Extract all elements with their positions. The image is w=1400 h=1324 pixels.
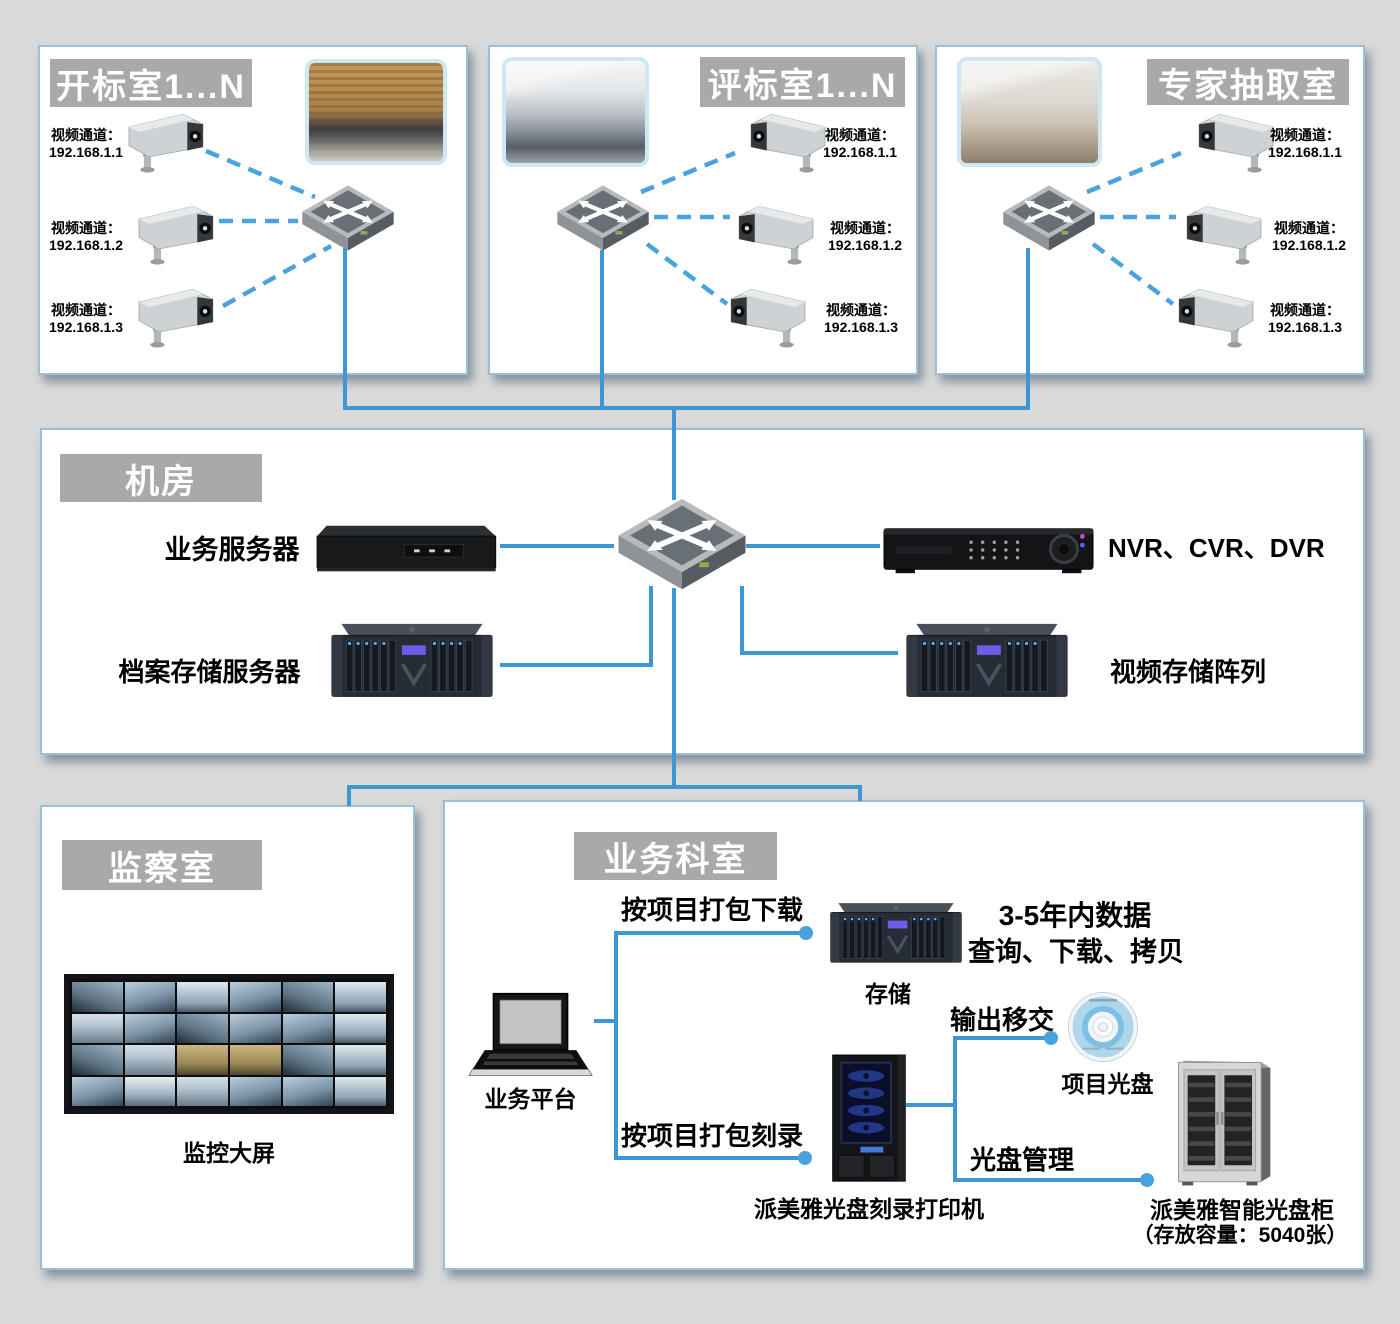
cctv-camera-icon (725, 202, 820, 266)
channel-label-text: 视频通道： (830, 220, 900, 236)
storage-rack-icon (900, 622, 1074, 704)
camera-channel-label: 视频通道： 192.168.1.3 (816, 302, 906, 336)
cctv-camera-icon (737, 110, 832, 174)
flow-label-manage: 光盘管理 (969, 1145, 1074, 1175)
channel-ip-text: 192.168.1.3 (1268, 319, 1342, 335)
panel-title-business-office: 业务科室 (574, 832, 777, 880)
room-photo-bid-opening (305, 59, 447, 165)
channel-ip-text: 192.168.1.1 (1268, 144, 1342, 160)
channel-label-text: 视频通道： (51, 220, 121, 236)
channel-ip-text: 192.168.1.2 (828, 237, 902, 253)
channel-label-text: 视频通道： (1270, 302, 1340, 318)
cctv-camera-icon (132, 285, 227, 349)
channel-ip-text: 192.168.1.3 (49, 319, 123, 335)
panel-machine-room: 机房 业务服务器 NVR、CVR、DVR 档案存储服务器 视频存储阵列 (40, 428, 1365, 755)
channel-label-text: 视频通道： (826, 302, 896, 318)
camera-channel-label: 视频通道： 192.168.1.1 (815, 127, 905, 161)
video-array-label: 视频存储阵列 (1109, 657, 1266, 687)
data-note-line1: 3-5年内数据 (998, 900, 1152, 931)
panel-expert-extraction-room: 专家抽取室 视频通道： 192.168.1.1 视频通道： 192.168.1.… (935, 45, 1365, 375)
storage-caption: 存储 (865, 981, 911, 1007)
panel-title-machine-room: 机房 (60, 454, 262, 502)
cctv-camera-icon (1173, 202, 1268, 266)
channel-ip-text: 192.168.1.1 (49, 144, 123, 160)
panel-business-office: 业务科室 按项目打包下载 业务平台 存储 3-5年内数据 查询、下载、拷贝 按项… (443, 800, 1365, 1270)
network-switch-icon (299, 184, 397, 256)
camera-channel-label: 视频通道： 192.168.1.3 (40, 302, 132, 336)
storage-rack-icon (826, 900, 966, 970)
channel-label-text: 视频通道： (51, 127, 121, 143)
laptop-caption: 业务平台 (484, 1086, 577, 1112)
camera-channel-label: 视频通道： 192.168.1.3 (1259, 302, 1351, 336)
nvr-label: NVR、CVR、DVR (1108, 533, 1325, 563)
flow-label-burn: 按项目打包刻录 (620, 1121, 803, 1151)
data-note-line2: 查询、下载、拷贝 (968, 937, 1184, 967)
network-switch-icon (614, 497, 750, 597)
panel-title-expert-extraction: 专家抽取室 (1147, 59, 1349, 105)
channel-ip-text: 192.168.1.2 (49, 237, 123, 253)
camera-channel-label: 视频通道： 192.168.1.2 (1263, 220, 1355, 254)
archive-server-label: 档案存储服务器 (118, 657, 301, 687)
cctv-camera-icon (132, 202, 227, 266)
video-wall-icon (64, 974, 394, 1114)
cctv-camera-icon (1185, 110, 1280, 174)
storage-rack-icon (324, 622, 500, 704)
laptop-icon (467, 992, 594, 1080)
cd-disc-icon (1064, 990, 1142, 1064)
network-switch-icon (554, 184, 652, 256)
room-photo-bid-evaluation (502, 57, 649, 167)
panel-monitoring-room: 监察室 监控大屏 (40, 805, 415, 1270)
camera-channel-label: 视频通道： 192.168.1.1 (40, 127, 132, 161)
channel-label-text: 视频通道： (51, 302, 121, 318)
video-wall-caption: 监控大屏 (183, 1140, 275, 1166)
camera-channel-label: 视频通道： 192.168.1.2 (820, 220, 910, 254)
panel-title-bid-evaluation: 评标室1...N (700, 57, 905, 107)
panel-title-bid-opening: 开标室1...N (50, 59, 252, 107)
disc-burner-tower-icon (826, 1052, 912, 1188)
channel-label-text: 视频通道： (1270, 127, 1340, 143)
cabinet-caption-line2: （存放容量：5040张） (1132, 1224, 1348, 1247)
business-server-label: 业务服务器 (164, 535, 300, 565)
cctv-camera-icon (122, 110, 217, 174)
panel-bid-opening-room: 开标室1...N 视频通道： 192.168.1.1 视频通道： 192.168… (38, 45, 468, 375)
channel-ip-text: 192.168.1.3 (824, 319, 898, 335)
disc-cabinet-icon (1173, 1057, 1274, 1189)
camera-channel-label: 视频通道： 192.168.1.1 (1259, 127, 1351, 161)
flow-label-transfer: 输出移交 (949, 1005, 1054, 1035)
cabinet-caption-line1: 派美雅智能光盘柜 (1150, 1197, 1334, 1223)
nvr-recorder-icon (880, 519, 1097, 579)
channel-label-text: 视频通道： (1274, 220, 1344, 236)
cctv-camera-icon (1165, 285, 1260, 349)
channel-ip-text: 192.168.1.2 (1272, 237, 1346, 253)
disc-caption: 项目光盘 (1061, 1071, 1154, 1097)
flow-label-download: 按项目打包下载 (620, 895, 803, 925)
channel-ip-text: 192.168.1.1 (823, 144, 897, 160)
burner-caption: 派美雅光盘刻录打印机 (754, 1196, 984, 1222)
room-photo-expert-extraction (957, 57, 1102, 167)
panel-title-monitoring-room: 监察室 (62, 840, 262, 890)
business-server-icon (309, 520, 500, 577)
channel-label-text: 视频通道： (825, 127, 895, 143)
panel-bid-evaluation-room: 评标室1...N 视频通道： 192.168.1.1 视频通道： 192.168… (488, 45, 918, 375)
camera-channel-label: 视频通道： 192.168.1.2 (40, 220, 132, 254)
network-switch-icon (1000, 184, 1098, 256)
cctv-camera-icon (717, 285, 812, 349)
